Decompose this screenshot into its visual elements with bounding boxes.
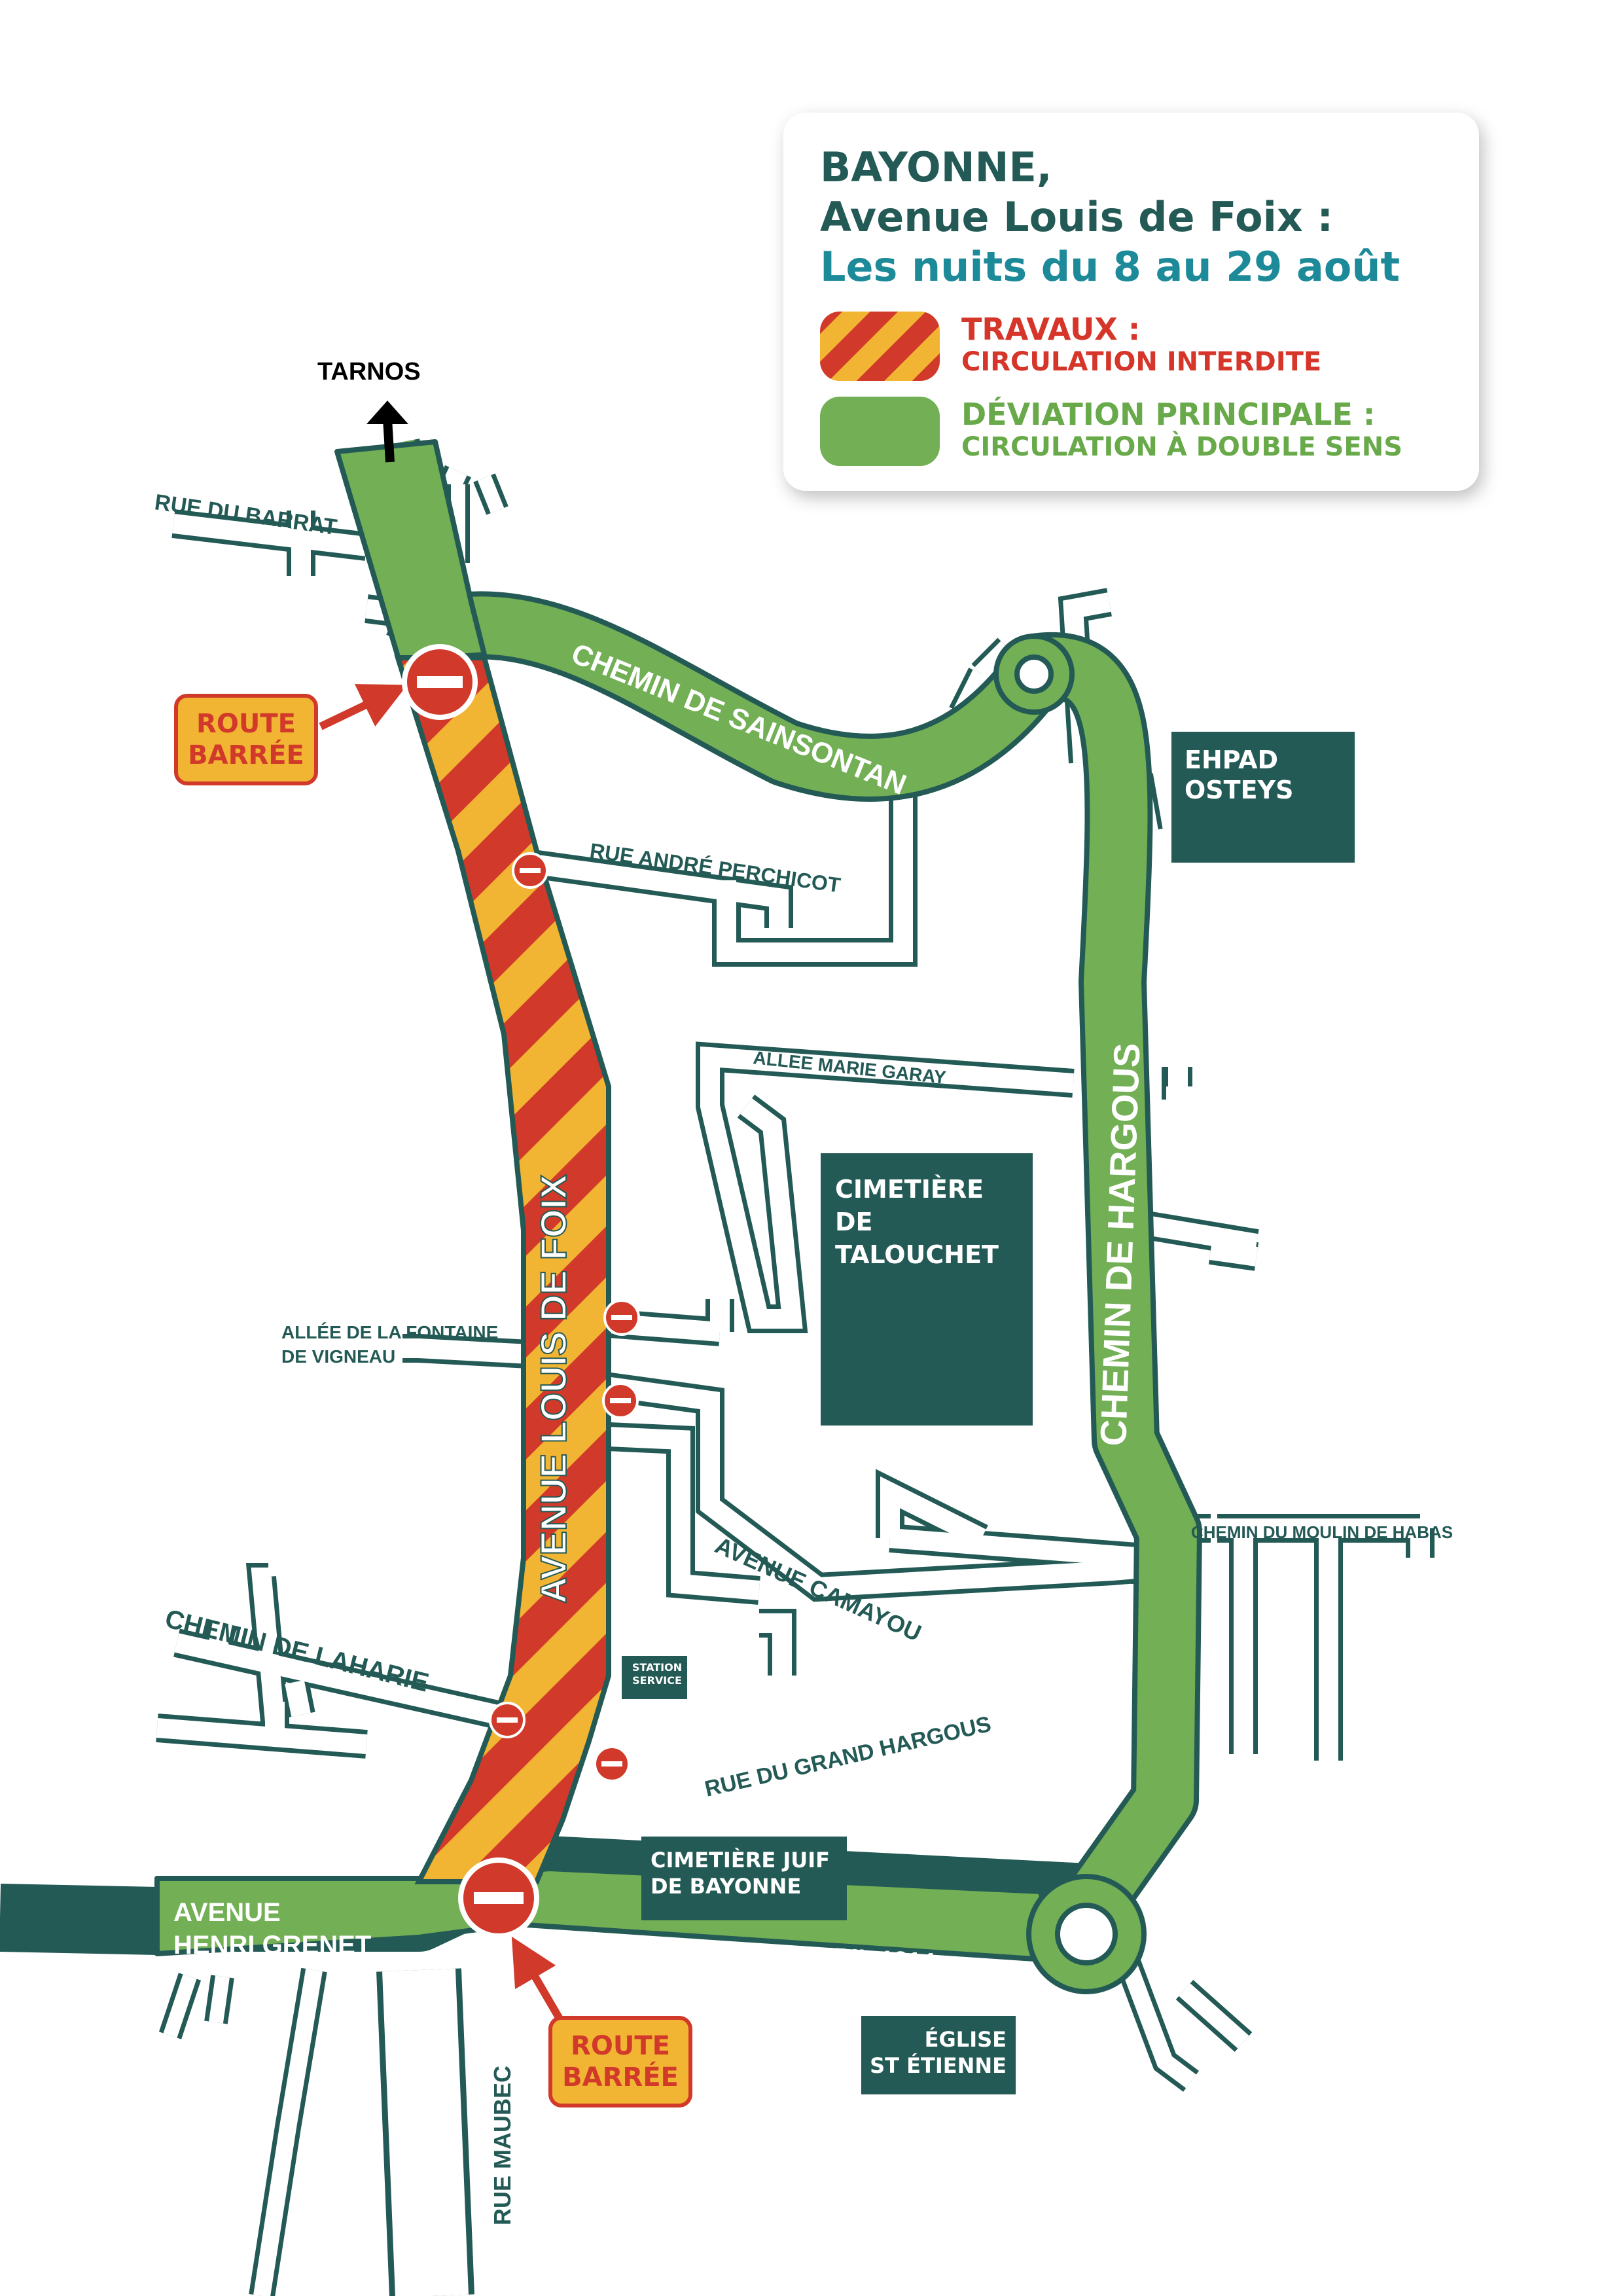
route-barree-bottom-line2: BARRÉE (562, 2062, 679, 2092)
no-entry-icon (603, 1299, 640, 1336)
place-ehpad-line2: OSTEYS (1185, 776, 1294, 804)
arrow-up-icon (366, 401, 408, 463)
place-eglise-line1: ÉGLISE (924, 2027, 1007, 2052)
legend-title: BAYONNE, Avenue Louis de Foix : Les nuit… (820, 143, 1400, 292)
label-avenue-henri-grenet-2: HENRI GRENET (173, 1931, 371, 1960)
place-cimetiere-de-talouchet: CIMETIÈRE DE TALOUCHET (821, 1153, 1033, 1426)
label-rue-du-grand-hargous: RUE DU GRAND HARGOUS (702, 1712, 993, 1802)
place-station-line2: SERVICE (632, 1674, 682, 1687)
route-barree-bottom-line1: ROUTE (571, 2031, 670, 2061)
legend-detour-subtitle: CIRCULATION À DOUBLE SENS (961, 432, 1403, 462)
label-tarnos: TARNOS (317, 358, 421, 386)
place-talouchet-line2: DE (835, 1208, 873, 1236)
no-entry-icon (594, 1746, 630, 1782)
label-allee-fontaine-2: DE VIGNEAU (281, 1346, 395, 1367)
place-cimetiere-juif: CIMETIÈRE JUIF DE BAYONNE (641, 1837, 847, 1920)
label-avenue-louis-de-foix: AVENUE LOUIS DE FOIX (533, 1175, 574, 1604)
place-eglise-st-etienne: ÉGLISE ST ÉTIENNE (861, 2016, 1016, 2094)
place-station-service: STATION SERVICE (622, 1656, 687, 1699)
legend-panel: BAYONNE, Avenue Louis de Foix : Les nuit… (783, 113, 1479, 491)
no-entry-icon (512, 852, 548, 889)
legend-title-dates: Les nuits du 8 au 29 août (820, 243, 1400, 291)
place-talouchet-line1: CIMETIÈRE (835, 1175, 984, 1204)
place-ehpad-line1: EHPAD (1185, 745, 1279, 774)
no-entry-icon (458, 1857, 539, 1939)
label-chemin-de-sainsontan: CHEMIN DE SAINSONTAN (567, 637, 910, 801)
label-avenue-henri-grenet-1: AVENUE (173, 1898, 281, 1927)
route-barree-bottom: ROUTE BARRÉE (548, 2016, 692, 2108)
legend-detour-title: DÉVIATION PRINCIPALE : (961, 397, 1376, 432)
route-barree-top: ROUTE BARRÉE (174, 694, 318, 785)
place-eglise-line2: ST ÉTIENNE (870, 2053, 1007, 2078)
route-barree-top-line2: BARRÉE (188, 740, 304, 770)
place-talouchet-line3: TALOUCHET (835, 1240, 999, 1269)
route-barree-top-arrow (319, 684, 408, 730)
legend-title-city: BAYONNE, (820, 143, 1052, 191)
place-cimetiere-juif-line2: DE BAYONNE (651, 1874, 802, 1899)
legend-works-label: TRAVAUX : CIRCULATION INTERDITE (961, 312, 1321, 377)
no-entry-icon (489, 1702, 526, 1738)
place-station-line1: STATION (632, 1661, 683, 1674)
legend-works-subtitle: CIRCULATION INTERDITE (961, 347, 1322, 377)
legend-title-street: Avenue Louis de Foix : (820, 193, 1334, 241)
label-rue-maubec: RUE MAUBEC (489, 2066, 516, 2225)
no-entry-icon (402, 644, 478, 720)
place-cimetiere-juif-line1: CIMETIÈRE JUIF (651, 1848, 830, 1873)
legend-detour-label: DÉVIATION PRINCIPALE : CIRCULATION À DOU… (961, 397, 1402, 462)
legend-works-swatch (820, 312, 940, 381)
label-allee-fontaine-1: ALLÉE DE LA FONTAINE (281, 1322, 498, 1342)
legend-works-title: TRAVAUX : (961, 312, 1141, 347)
place-ehpad-osteys: EHPAD OSTEYS (1171, 732, 1355, 863)
label-chemin-moulin-de-habas: CHEMIN DU MOULIN DE HABAS (1191, 1522, 1453, 1542)
route-barree-top-line1: ROUTE (196, 709, 296, 739)
no-entry-icon (602, 1382, 639, 1419)
legend-detour-swatch (820, 397, 940, 466)
